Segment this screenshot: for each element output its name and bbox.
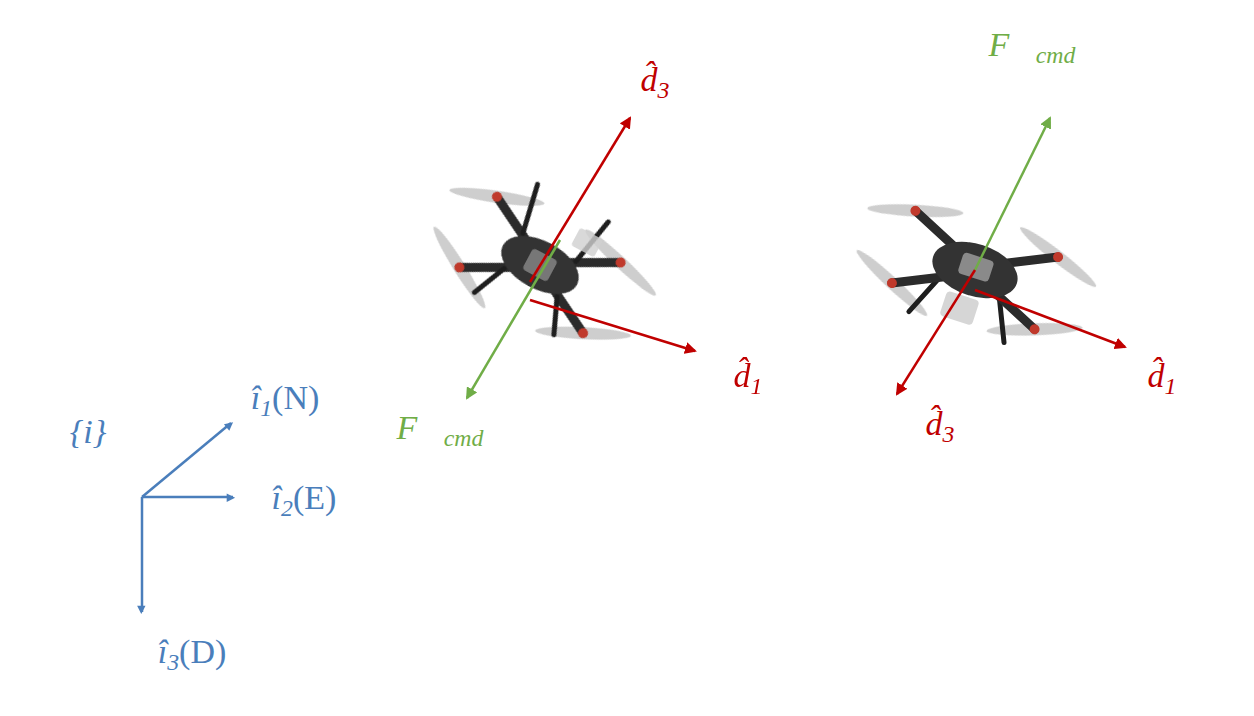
axis-label: î2(E) xyxy=(272,478,337,517)
body-axes-2 xyxy=(897,118,1125,394)
axis-label: d̂3 xyxy=(641,60,670,99)
frame-name: {i} xyxy=(70,412,107,451)
axis-label: d̂3 xyxy=(926,404,955,443)
axis-label: d̂1 xyxy=(734,356,763,395)
axis-label: d̂1 xyxy=(1148,356,1177,395)
vector-label: F⃗cmd xyxy=(397,408,484,447)
axis-label: î3(D) xyxy=(158,632,227,671)
inertial-frame xyxy=(142,423,233,612)
body-axes-1 xyxy=(467,118,695,398)
axis-label: î1(N) xyxy=(251,378,320,417)
vector-label: F⃗cmd xyxy=(989,25,1076,64)
